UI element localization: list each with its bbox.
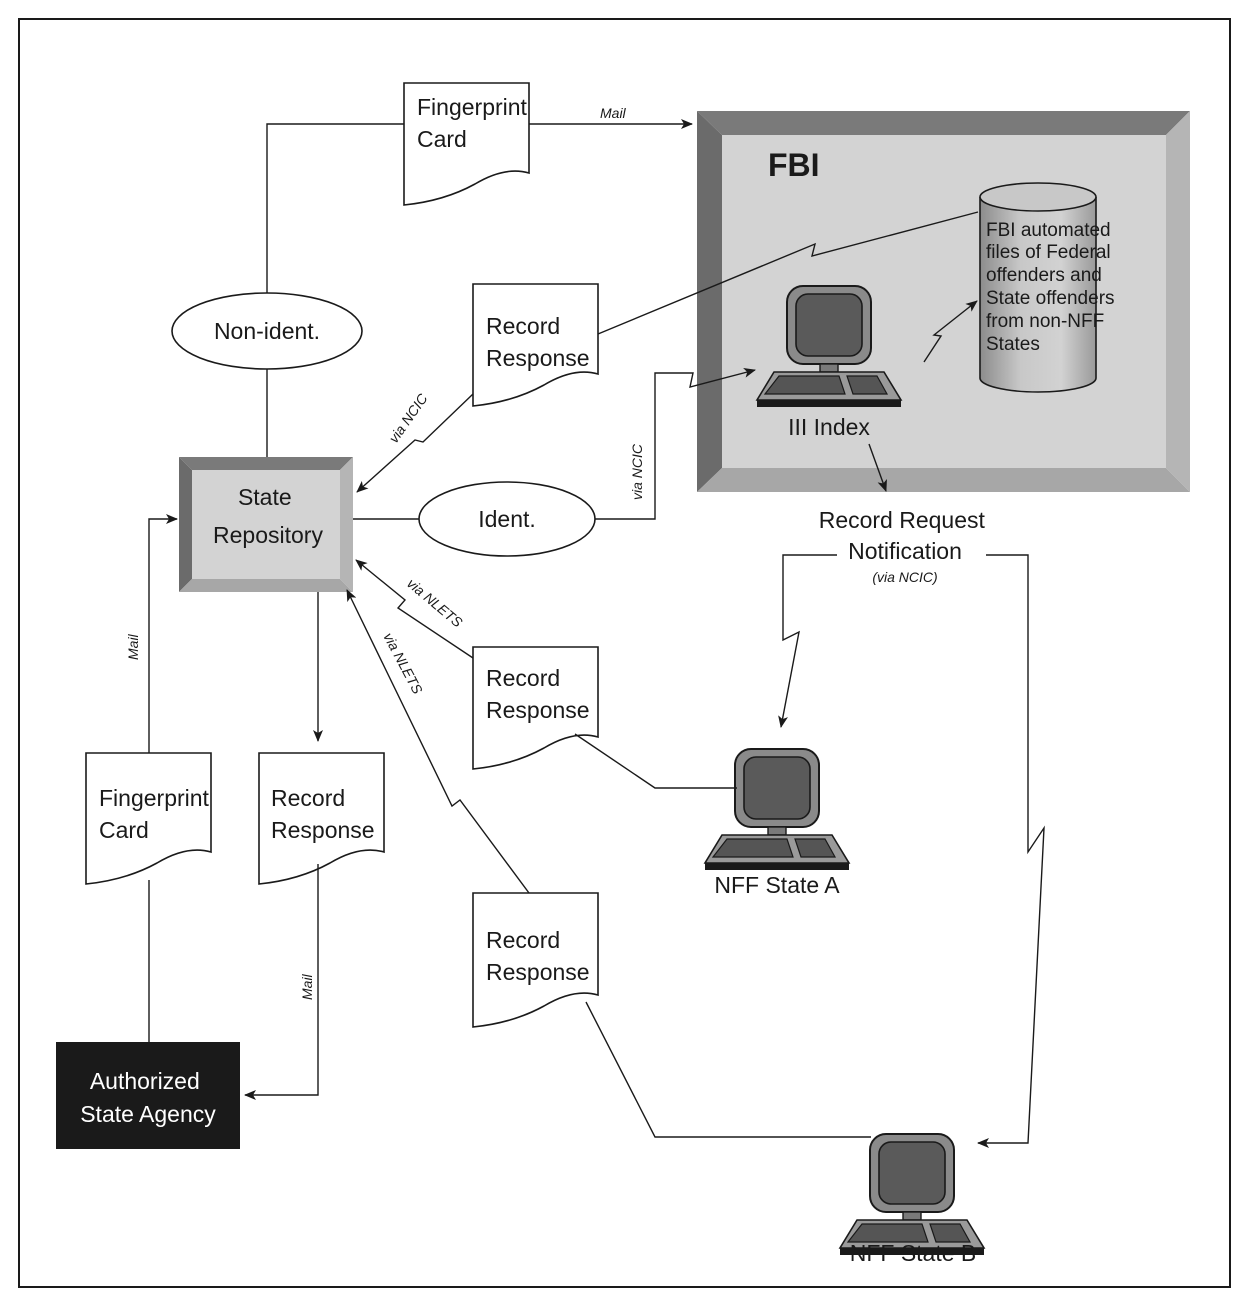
monitor-screen [795,293,863,357]
notification-sub-label: (via NCIC) [872,569,937,585]
nff-state-a-label: NFF State A [714,872,840,898]
arrow-iii-to-notification [868,443,887,492]
connector-fbi-response-to-db [597,211,979,335]
arrow-notification-to-state-b [977,554,1045,1148]
keyboard-edge [705,863,849,870]
keyboard-edge [840,1248,984,1255]
arrow-notification-to-state-a [778,554,837,728]
fingerprint-card-top-label: Fingerprint Card [417,94,533,152]
arrow-state-response-to-agency [244,864,319,1100]
fbi-database-icon: FBI automated files of Federal offenders… [979,182,1120,393]
non-ident-label: Non-ident. [214,318,320,344]
monitor-screen [743,756,811,820]
fbi-title: FBI [768,147,820,183]
via-nlets-label-2: via NLETS [380,630,426,697]
monitor-neck [819,363,839,373]
via-ncic-label-1: via NCIC [385,390,431,446]
via-nlets-label-1: via NLETS [404,575,466,631]
arrow-state-a-response-to-repo [355,559,474,659]
iii-index-computer-icon [755,285,903,407]
authorized-state-agency-label: Authorized State Agency [80,1068,216,1127]
record-response-state-b-document: Record Response [472,892,599,1028]
fingerprint-card-top-document: Fingerprint Card [403,82,533,206]
record-response-state-a-document: Record Response [472,646,599,770]
state-repository-box: State Repository [179,457,353,592]
arrow-ident-to-iii [595,367,756,520]
keyboard-keys [711,838,794,858]
record-response-state-document: Record Response [258,752,385,885]
record-response-state-label: Record Response [271,785,375,843]
fbi-database-label: FBI automated files of Federal offenders… [986,220,1120,355]
fingerprint-card-bottom-label: Fingerprint Card [99,785,215,843]
nff-state-a-computer-icon [703,748,851,870]
arrow-fingerprint-to-repo [148,514,178,753]
monitor-neck [902,1211,922,1221]
iii-index-label: III Index [788,414,870,440]
keyboard-keys [846,1223,929,1243]
connector-state-a-to-response [574,733,737,789]
keyboard-edge [757,400,901,407]
keyboard-pad [794,838,837,858]
connector-nonident-to-card [266,123,404,293]
record-response-state-a-label: Record Response [486,665,590,723]
record-response-fbi-document: Record Response [472,283,599,407]
via-ncic-label-2: via NCIC [629,443,645,500]
monitor-neck [767,826,787,836]
ident-label: Ident. [478,506,536,532]
keyboard-pad [929,1223,972,1243]
mail-label-bottom: Mail [299,973,315,1000]
monitor-screen [878,1141,946,1205]
record-response-state-b-label: Record Response [486,927,590,985]
connector-state-b-to-response [585,1001,871,1138]
mail-label-left: Mail [125,633,141,660]
arrow-iii-to-db [923,300,978,363]
mail-label-top: Mail [600,105,627,121]
keyboard-keys [763,375,846,395]
keyboard-pad [846,375,889,395]
record-response-fbi-label: Record Response [486,313,590,371]
authorized-state-agency-box: Authorized State Agency [56,1042,240,1149]
nff-state-b-label: NFF State B [850,1240,977,1266]
arrow-fbi-response-to-repo [356,393,474,493]
fingerprint-card-bottom-document: Fingerprint Card [85,752,215,885]
notification-label: Record Request Notification [819,507,992,564]
arrow-state-b-response-to-repo [346,589,530,894]
state-repository-label: State Repository [213,484,323,548]
outer-frame [18,18,1231,1288]
nff-state-b-computer-icon [838,1133,986,1255]
connectors [148,119,1045,1148]
